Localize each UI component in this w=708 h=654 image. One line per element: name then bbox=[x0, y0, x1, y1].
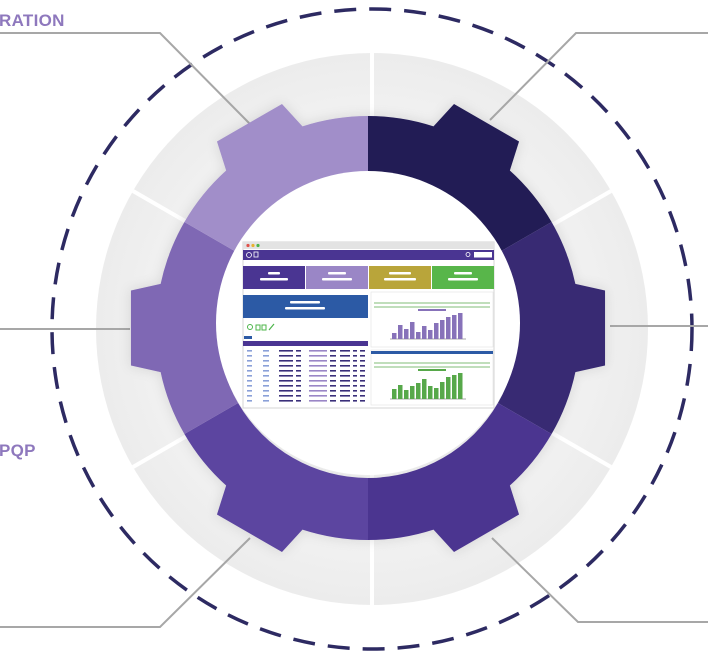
table-row bbox=[247, 370, 365, 372]
leader-line-bottom-right bbox=[491, 537, 708, 623]
edit-icon bbox=[268, 323, 275, 331]
mini-bar bbox=[404, 329, 409, 339]
label-mid-left: PQP bbox=[0, 441, 36, 460]
copy-icon bbox=[255, 324, 267, 331]
mini-bar bbox=[446, 317, 451, 339]
gear bbox=[130, 103, 606, 553]
mini-bar bbox=[428, 386, 433, 399]
label-top-left: RATION bbox=[0, 11, 65, 30]
mini-bar bbox=[422, 379, 427, 399]
table-row bbox=[247, 395, 365, 397]
mini-bar bbox=[404, 390, 409, 399]
table-row bbox=[247, 380, 365, 382]
mini-bar bbox=[434, 323, 439, 339]
mini-chart-green bbox=[390, 373, 466, 400]
gear-segment-bottom-right bbox=[368, 403, 552, 553]
mini-bar bbox=[410, 386, 415, 399]
leader-line-top-left bbox=[0, 32, 251, 125]
leader-lines bbox=[0, 32, 708, 628]
mini-bar bbox=[416, 383, 421, 399]
mini-bar bbox=[422, 326, 427, 339]
mini-bar bbox=[440, 382, 445, 399]
gear-segment-right bbox=[497, 222, 606, 434]
mini-bar bbox=[458, 313, 463, 339]
gear-segment-top-right bbox=[368, 103, 552, 253]
mini-bar bbox=[446, 377, 451, 399]
table-row bbox=[247, 355, 365, 357]
table-row bbox=[247, 360, 365, 362]
mini-bar bbox=[434, 388, 439, 399]
mini-bar bbox=[416, 332, 421, 339]
mini-bar bbox=[392, 389, 397, 399]
dashed-ring bbox=[50, 7, 694, 651]
gear-segment-bottom-left bbox=[184, 403, 368, 553]
mini-bar bbox=[398, 385, 403, 399]
table-row bbox=[247, 390, 365, 392]
table-row bbox=[247, 365, 365, 367]
leader-line-bottom-left bbox=[0, 537, 251, 628]
search-icon bbox=[465, 252, 471, 257]
leader-line-top-right bbox=[489, 32, 708, 121]
table-row bbox=[247, 385, 365, 387]
mini-bar bbox=[458, 373, 463, 399]
mini-chart-purple bbox=[390, 313, 466, 340]
mini-bar bbox=[392, 333, 397, 339]
table-row bbox=[247, 400, 365, 402]
mini-bar bbox=[452, 315, 457, 339]
gear-segment-top-left bbox=[184, 103, 368, 253]
table-row bbox=[247, 375, 365, 377]
dashboard-screenshot-icon bbox=[242, 241, 495, 409]
mini-bar bbox=[428, 330, 433, 339]
mini-bar bbox=[410, 322, 415, 339]
refresh-icon bbox=[247, 324, 253, 330]
mini-bar bbox=[440, 320, 445, 339]
mini-bar bbox=[398, 325, 403, 339]
table-row bbox=[247, 350, 365, 352]
mini-bar bbox=[452, 375, 457, 399]
gear-segment-left bbox=[130, 222, 239, 434]
